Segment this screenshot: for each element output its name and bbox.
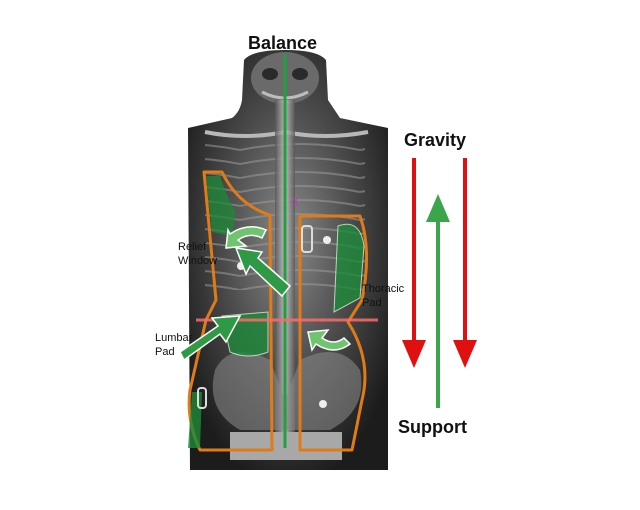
down-arrow-icon: [402, 158, 426, 368]
thoracic-pad-label: Thoracic Pad: [362, 282, 404, 310]
brace-rivet: [323, 236, 331, 244]
relief-window-label: Relief Window: [178, 240, 217, 268]
lumbar-pad-label: Lumbar Pad: [155, 331, 192, 359]
relief-window-label-line2: Window: [178, 254, 217, 268]
relief-window-label-line1: Relief: [178, 240, 217, 254]
balance-label: Balance: [248, 33, 317, 54]
lumbar-pad-label-line2: Pad: [155, 345, 192, 359]
thoracic-pad-label-line2: Pad: [362, 296, 404, 310]
support-label: Support: [398, 417, 467, 438]
vertebra-marker: ·(( ·: [289, 196, 304, 206]
lumbar-pad-label-line1: Lumbar: [155, 331, 192, 345]
down-arrow-icon: [453, 158, 477, 368]
thoracic-pad-label-line1: Thoracic: [362, 282, 404, 296]
gravity-label: Gravity: [404, 130, 466, 151]
thoracic-pad: [334, 224, 364, 312]
brace-rivet: [319, 400, 327, 408]
up-arrow-icon: [426, 194, 450, 408]
